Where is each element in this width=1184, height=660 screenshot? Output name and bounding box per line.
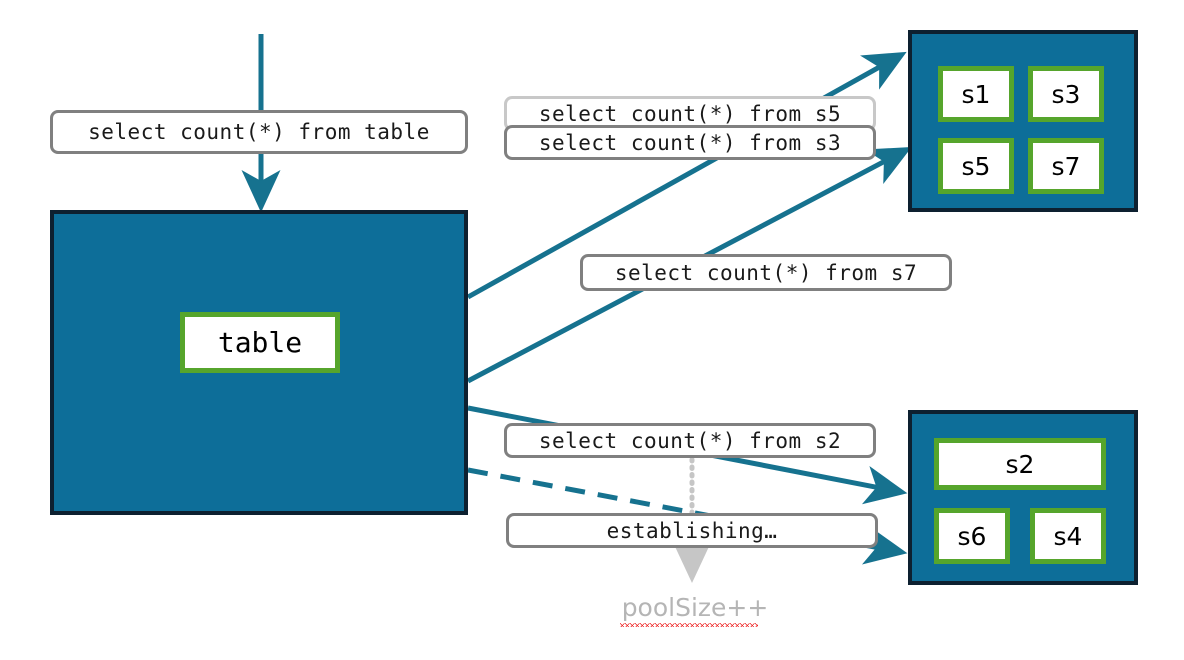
query-label-s2[interactable]: select count(*) from s2 bbox=[504, 423, 876, 458]
query-label-s3[interactable]: select count(*) from s3 bbox=[504, 125, 876, 160]
query-label-table[interactable]: select count(*) from table bbox=[50, 110, 468, 154]
table-cell[interactable]: table bbox=[180, 312, 340, 373]
session-cell-s2[interactable]: s2 bbox=[934, 438, 1106, 490]
status-label-establishing[interactable]: establishing… bbox=[506, 513, 878, 548]
session-cell-s4[interactable]: s4 bbox=[1030, 508, 1106, 564]
poolsize-counter-label: poolSize++ bbox=[619, 593, 769, 627]
session-cell-s7[interactable]: s7 bbox=[1028, 138, 1104, 194]
arrow-table-to-pool-top-a bbox=[466, 51, 907, 300]
session-cell-s3[interactable]: s3 bbox=[1028, 66, 1104, 122]
session-cell-s5[interactable]: s5 bbox=[938, 138, 1014, 194]
poolsize-counter-text: poolSize++ bbox=[600, 593, 790, 627]
session-cell-s1[interactable]: s1 bbox=[938, 66, 1014, 122]
session-cell-s6[interactable]: s6 bbox=[934, 508, 1010, 564]
query-label-s7[interactable]: select count(*) from s7 bbox=[580, 254, 952, 291]
